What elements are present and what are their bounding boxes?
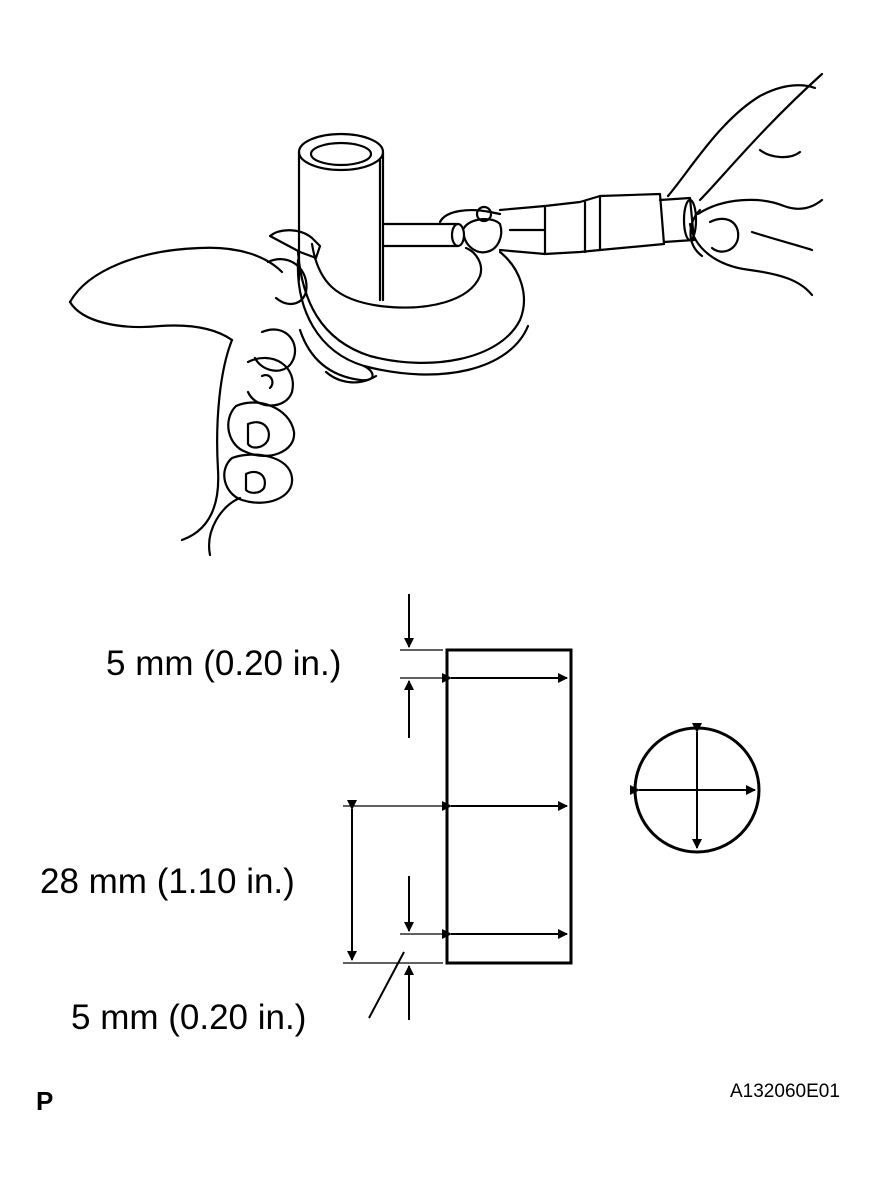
direction-arrows-icon	[630, 723, 761, 854]
right-hand-icon	[666, 72, 824, 297]
view-mark: P	[36, 1086, 54, 1116]
micrometer-frame	[268, 229, 530, 384]
left-hand-icon	[68, 246, 308, 557]
bushing-cross-section	[343, 594, 761, 1020]
bottom-dimension-arrows	[368, 876, 414, 1020]
bottom-measure-label: 5 mm (0.20 in.)	[71, 998, 307, 1037]
figure-code: A132060E01	[730, 1081, 840, 1102]
micrometer-spindle	[381, 192, 698, 256]
top-measure-label: 5 mm (0.20 in.)	[106, 644, 342, 683]
micrometer-illustration	[68, 72, 824, 557]
measurement-arrows	[442, 673, 568, 939]
extension-lines	[343, 649, 443, 964]
middle-measure-label: 28 mm (1.10 in.)	[40, 862, 295, 901]
bushing-icon	[297, 132, 385, 302]
